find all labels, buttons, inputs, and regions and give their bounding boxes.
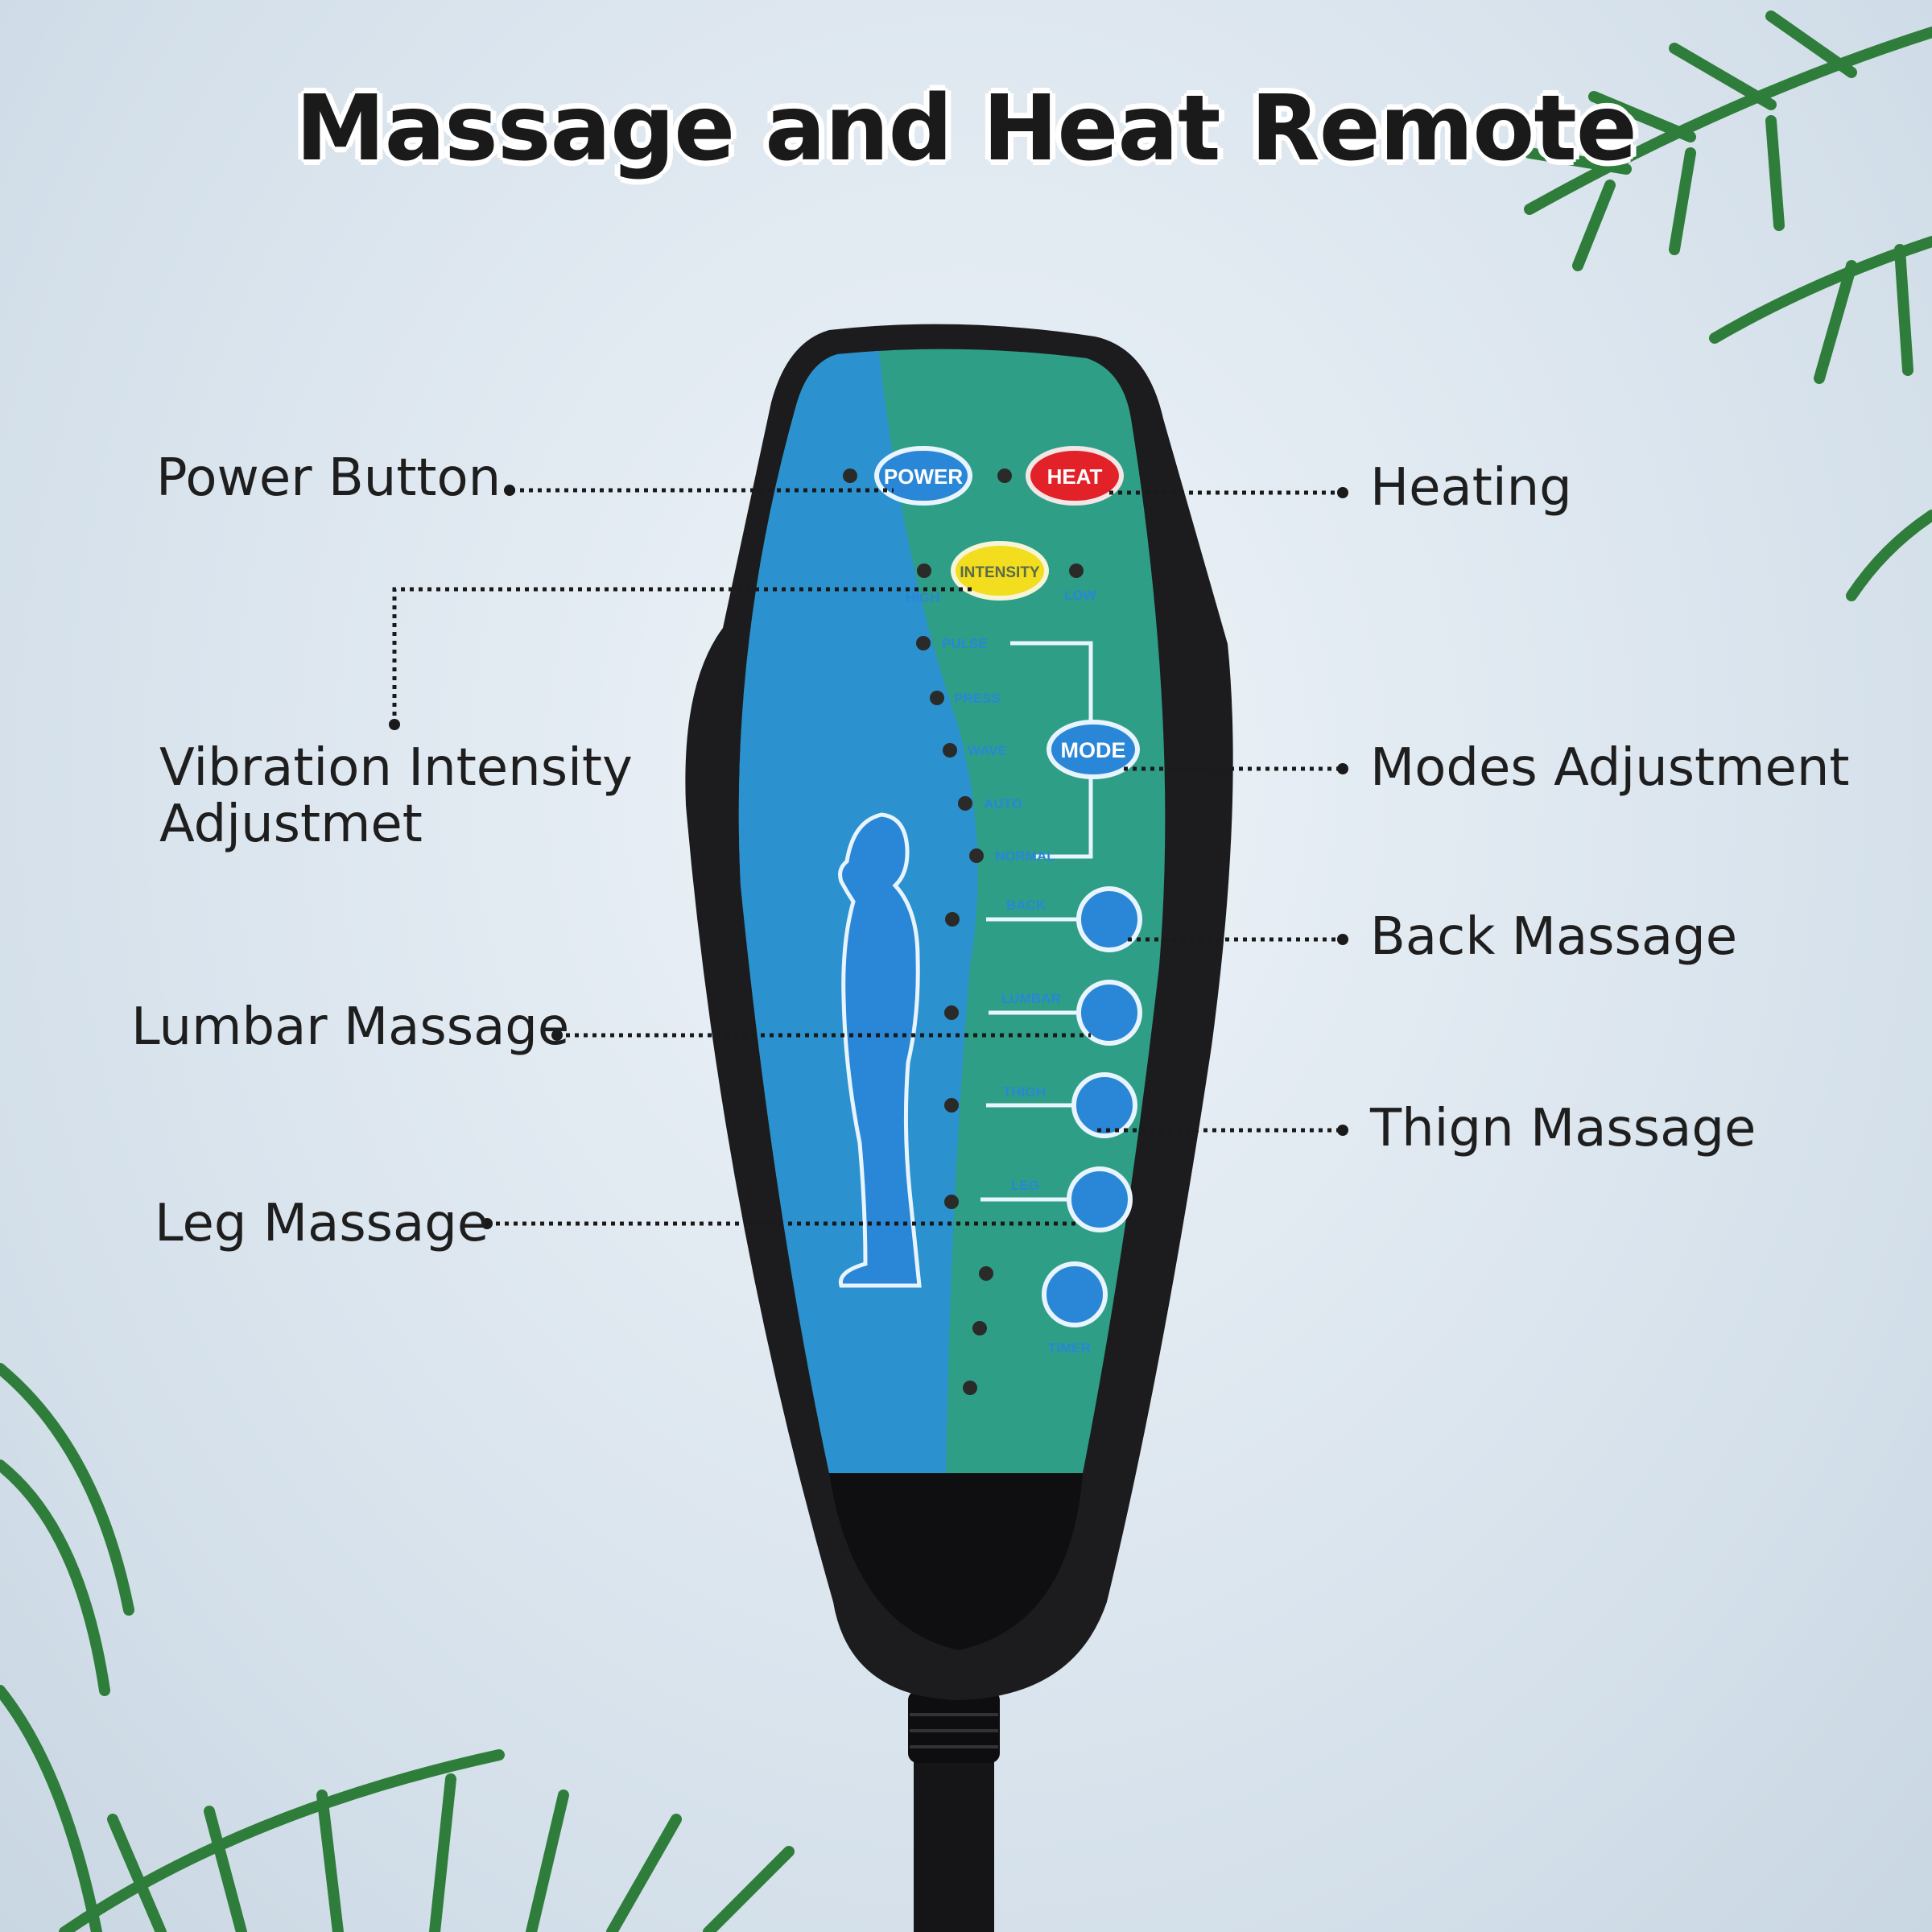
label-high: HIGH — [906, 590, 940, 605]
callout-heating: Heating — [1370, 458, 1572, 518]
heat-button[interactable]: HEAT — [1026, 446, 1124, 506]
callout-modes: Modes Adjustment — [1370, 738, 1850, 798]
human-silhouette-icon — [838, 812, 922, 1288]
callout-power-button: Power Button — [156, 448, 502, 508]
label-pulse: PULSE — [942, 636, 988, 651]
callout-leg-massage: Leg Massage — [155, 1194, 489, 1253]
massage-button-connectors — [980, 917, 1079, 1202]
page-title: Massage and Heat Remote — [295, 76, 1637, 181]
label-lumbar: LUMBAR — [1001, 991, 1061, 1006]
indicator-leds — [843, 469, 1084, 1395]
remote-bottom-cap — [829, 1473, 1083, 1650]
label-thigh: THIGH — [1003, 1084, 1046, 1100]
label-timer: TIMER — [1048, 1340, 1091, 1356]
timer-button[interactable] — [1042, 1261, 1108, 1327]
callout-intensity-line2: Adjustmet — [159, 795, 423, 854]
intensity-button-label: INTENSITY — [960, 564, 1040, 581]
back-massage-button[interactable] — [1076, 886, 1142, 952]
heat-button-label: HEAT — [1047, 464, 1103, 489]
callout-leader-lines — [392, 488, 1340, 1226]
callout-back-massage: Back Massage — [1370, 907, 1738, 967]
cable — [908, 1674, 1000, 1932]
power-button-label: POWER — [884, 464, 963, 489]
mode-button[interactable]: MODE — [1046, 720, 1140, 779]
mode-button-label: MODE — [1061, 738, 1126, 762]
thigh-massage-button[interactable] — [1071, 1072, 1137, 1138]
callout-lumbar-massage: Lumbar Massage — [131, 997, 570, 1057]
label-auto: AUTO — [984, 796, 1022, 811]
label-wave: WAVE — [968, 743, 1007, 758]
panel-small-labels: HIGH LOW PULSE PRESS WAVE AUTO NORMAL BA… — [906, 588, 1097, 1356]
leg-massage-button[interactable] — [1067, 1166, 1133, 1232]
plant-leaves-decoration — [0, 10, 1932, 1932]
label-press: PRESS — [954, 691, 1001, 706]
label-leg: LEG — [1011, 1178, 1039, 1193]
lumbar-massage-button[interactable] — [1076, 980, 1142, 1046]
label-normal: NORMAL — [995, 848, 1055, 864]
callout-thigh-massage: Thign Massage — [1370, 1099, 1757, 1158]
intensity-button[interactable]: INTENSITY — [951, 541, 1049, 601]
power-button[interactable]: POWER — [874, 446, 972, 506]
callout-intensity-line1: Vibration Intensity — [159, 738, 633, 798]
label-low: LOW — [1064, 588, 1097, 603]
label-back: BACK — [1006, 898, 1046, 913]
callout-endpoints — [389, 485, 1348, 1229]
